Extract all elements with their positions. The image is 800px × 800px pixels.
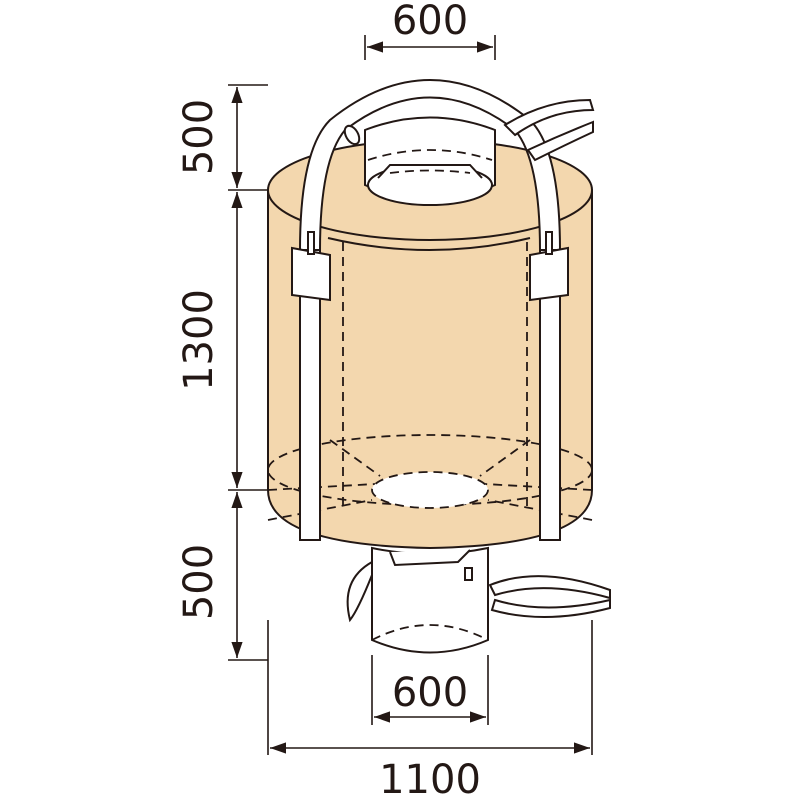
bottom-discharge-spout	[346, 546, 611, 654]
body-diameter-label: 1100	[379, 757, 481, 800]
lifting-loops	[291, 79, 595, 541]
top-fill-spout	[364, 116, 496, 206]
top-spout-diameter-label: 600	[392, 0, 468, 44]
bottom-spout-height-label: 500	[176, 544, 222, 620]
dimension-lines	[228, 35, 593, 755]
top-spout-height-label: 500	[176, 99, 222, 175]
bottom-spout-diameter-label: 600	[392, 670, 468, 716]
body-height-label: 1300	[176, 289, 222, 391]
